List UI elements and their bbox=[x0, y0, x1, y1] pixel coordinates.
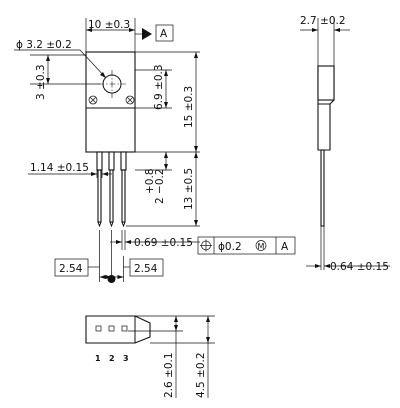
side-view: 2.7 ±0.2 0.64 ±0.15 bbox=[300, 15, 390, 273]
bottom-offset-label: 2.6 ±0.1 bbox=[163, 352, 175, 398]
position-tolerance-value: ϕ0.2 bbox=[218, 241, 242, 253]
lead-tolerance-plus: +0.8 bbox=[144, 169, 156, 195]
pitch-right-label: 2.54 bbox=[134, 263, 158, 275]
side-lead bbox=[320, 149, 325, 227]
hole-offset-label: 3 ±0.3 bbox=[35, 64, 47, 100]
pin-1-label: 1 bbox=[95, 354, 101, 363]
package-depth-label: 2.7 ±0.2 bbox=[300, 15, 346, 27]
body-width-label: 10 ±0.3 bbox=[88, 19, 130, 31]
datum-point bbox=[107, 275, 116, 283]
lead-width-label: 1.14 ±0.15 bbox=[30, 162, 89, 174]
pin-2-label: 2 bbox=[109, 354, 115, 363]
front-view: 10 ±0.3 A ϕ 3.2 ±0.2 3 ±0.3 bbox=[14, 18, 296, 283]
lead-depth-label: 0.64 ±0.15 bbox=[330, 261, 389, 273]
position-tolerance-modifier: M bbox=[258, 242, 265, 251]
lead-thickness-label: 0.69 ±0.15 bbox=[134, 237, 193, 249]
hole-to-edge-label: 6.9 ±0.3 bbox=[153, 64, 165, 110]
pitch-left-label: 2.54 bbox=[59, 263, 83, 275]
position-tolerance-datum: A bbox=[281, 241, 289, 253]
hole-diameter-label: ϕ 3.2 ±0.2 bbox=[16, 39, 72, 51]
leads bbox=[96, 151, 127, 228]
bottom-view: 1 2 3 2.6 ±0.1 4.5 ±0.2 bbox=[85, 315, 215, 398]
package-body bbox=[85, 51, 136, 153]
pin-3-label: 3 bbox=[123, 354, 129, 363]
body-height-label: 15 ±0.3 bbox=[183, 86, 195, 128]
bottom-depth-label: 4.5 ±0.2 bbox=[195, 352, 207, 398]
datum-a-label: A bbox=[160, 28, 168, 40]
lead-tolerance-main: 2 −0.2 bbox=[154, 168, 166, 204]
bottom-body bbox=[85, 315, 151, 344]
lead-length-label: 13 ±0.5 bbox=[183, 168, 195, 210]
position-tolerance-frame: ϕ0.2 M A bbox=[197, 236, 296, 255]
datum-triangle bbox=[142, 28, 152, 40]
